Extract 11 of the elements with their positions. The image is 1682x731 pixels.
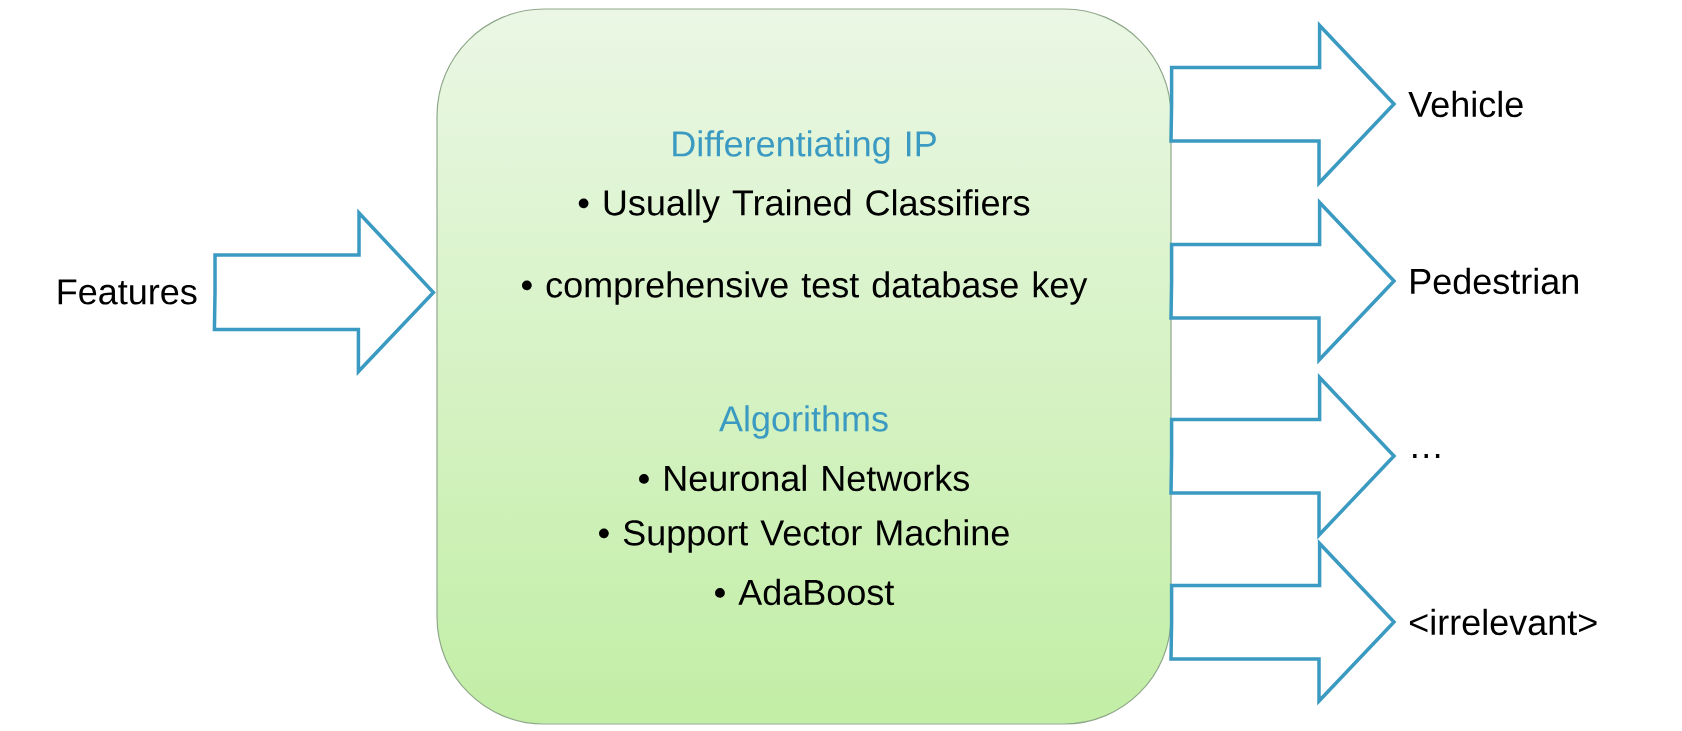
block-arrow (1169, 373, 1397, 540)
output-label: <irrelevant> (1410, 608, 1597, 636)
input-label: Features (58, 279, 197, 305)
output-label: Vehicle (1408, 90, 1523, 118)
output-label: Pedestrian (1411, 267, 1578, 295)
block-arrow (212, 208, 436, 376)
block-arrow (1169, 539, 1397, 706)
block-arrow (1169, 21, 1397, 188)
rounded-box: Differentiating IP • Usually Trained Classifiers • comprehensive test database key Algorithms • Neuronal Networks • Support Vector Machine • AdaBoost (436, 8, 1172, 725)
output-label: … (1413, 454, 1440, 458)
block-arrow (1169, 198, 1397, 365)
